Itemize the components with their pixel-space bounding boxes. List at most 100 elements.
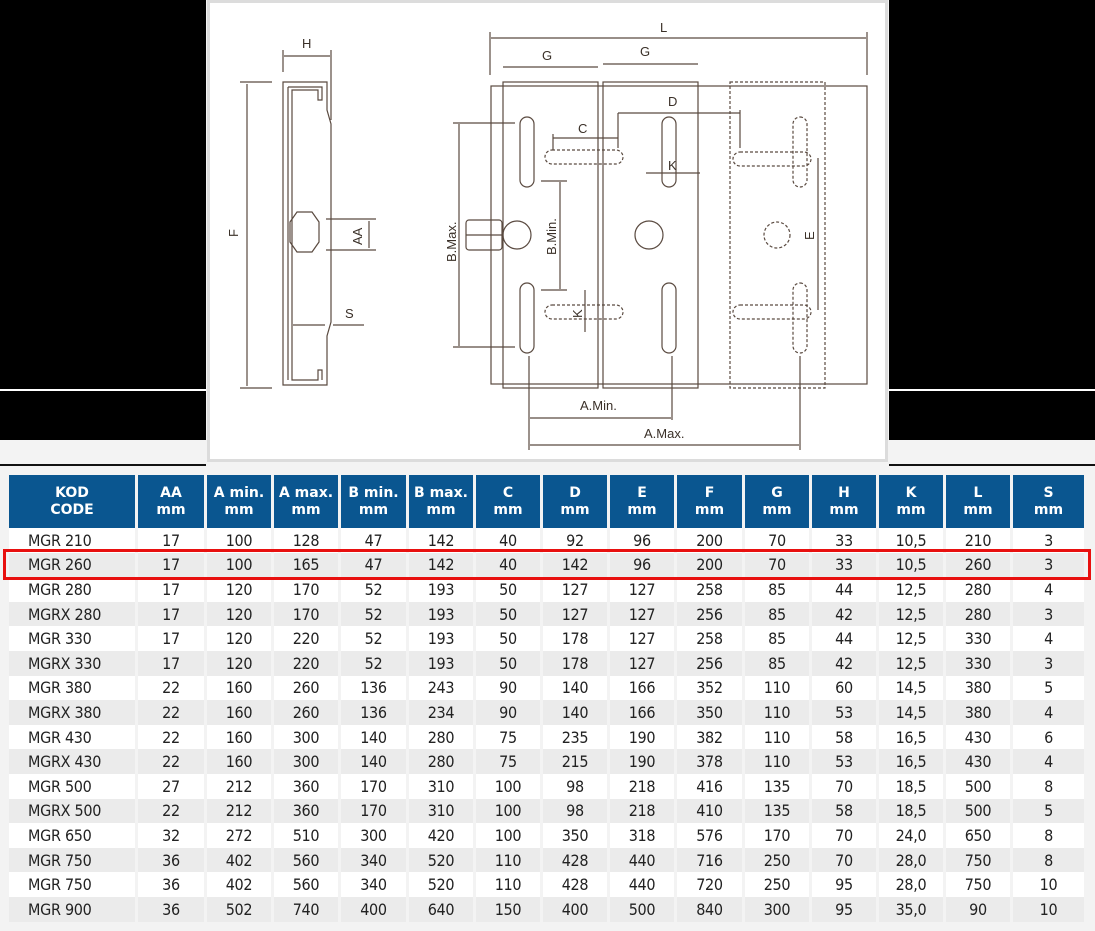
dimension-cell: 250 xyxy=(745,872,812,897)
dimension-cell: 210 xyxy=(946,528,1013,553)
dimension-cell: 17 xyxy=(138,577,207,602)
dimension-cell: 17 xyxy=(138,601,207,627)
dimension-cell: 378 xyxy=(677,749,745,774)
dimension-cell: 10 xyxy=(1013,896,1084,922)
column-header-unit: mm xyxy=(224,501,254,518)
dimension-cell: 110 xyxy=(745,749,812,774)
dimension-cell: 140 xyxy=(543,700,610,725)
column-header-unit: mm xyxy=(426,501,456,518)
dimension-cell: 280 xyxy=(409,749,476,774)
column-header-label: H xyxy=(838,484,850,501)
dimension-cell: 428 xyxy=(543,872,610,897)
bracket-dimension-diagram: H F AA S L G G D C K K E B.Max. B.Min. A… xyxy=(226,20,868,450)
column-header-label: AA xyxy=(160,484,182,501)
dimension-cell: 52 xyxy=(341,601,409,627)
dimension-cell: 96 xyxy=(610,552,677,578)
dimension-cell: 750 xyxy=(946,872,1013,897)
label-K-bottom: K xyxy=(570,309,585,318)
dimension-cell: 12,5 xyxy=(879,626,946,651)
column-header-label: F xyxy=(704,484,715,501)
dimension-cell: 17 xyxy=(138,650,207,676)
dimension-cell: 18,5 xyxy=(879,798,946,824)
dimension-cell: 140 xyxy=(543,675,610,701)
column-header-unit: mm xyxy=(896,501,926,518)
dimension-cell: 400 xyxy=(543,896,610,922)
column-header: B min.mm xyxy=(341,475,409,528)
column-header-label: L xyxy=(973,484,983,501)
dimension-cell: 16,5 xyxy=(879,749,946,774)
dimension-cell: 4 xyxy=(1013,700,1084,725)
dimension-cell: 416 xyxy=(677,773,745,799)
label-A-max: A.Max. xyxy=(644,426,684,441)
dimension-cell: 280 xyxy=(946,601,1013,627)
dimension-cell: 178 xyxy=(543,650,610,676)
dimension-cell: 14,5 xyxy=(879,700,946,725)
dimension-cell: 50 xyxy=(476,650,543,676)
dimension-cell: 100 xyxy=(207,552,274,578)
dimension-cell: 430 xyxy=(946,749,1013,774)
label-A-min: A.Min. xyxy=(580,398,617,413)
dimension-cell: 410 xyxy=(677,798,745,824)
dimension-cell: 8 xyxy=(1013,773,1084,799)
dimension-cell: 500 xyxy=(610,896,677,922)
dimension-cell: 127 xyxy=(610,601,677,627)
dimension-cell: 3 xyxy=(1013,552,1084,578)
product-code-cell: MGR 380 xyxy=(9,675,138,701)
dimension-cell: 70 xyxy=(745,552,812,578)
dimension-cell: 12,5 xyxy=(879,650,946,676)
dimension-cell: 127 xyxy=(610,626,677,651)
column-header-label: B max. xyxy=(414,484,468,501)
dimension-cell: 220 xyxy=(274,626,341,651)
dimension-cell: 44 xyxy=(812,626,879,651)
dimension-cell: 36 xyxy=(138,872,207,897)
right-divider-line xyxy=(889,389,1095,391)
dimension-cell: 12,5 xyxy=(879,577,946,602)
dimension-cell: 95 xyxy=(812,896,879,922)
column-header: A max.mm xyxy=(274,475,341,528)
dimension-cell: 166 xyxy=(610,700,677,725)
dimension-cell: 142 xyxy=(409,552,476,578)
dimension-cell: 127 xyxy=(543,601,610,627)
dimension-cell: 120 xyxy=(207,650,274,676)
dimension-cell: 502 xyxy=(207,896,274,922)
label-E: E xyxy=(802,231,817,240)
column-header-label: D xyxy=(569,484,581,501)
dimension-cell: 17 xyxy=(138,626,207,651)
right-separator xyxy=(889,464,1095,466)
dimension-cell: 260 xyxy=(274,675,341,701)
column-header-unit: mm xyxy=(762,501,792,518)
dimension-cell: 44 xyxy=(812,577,879,602)
dimension-cell: 127 xyxy=(610,650,677,676)
column-header-unit: mm xyxy=(694,501,725,518)
dimension-cell: 52 xyxy=(341,626,409,651)
dimension-cell: 75 xyxy=(476,724,543,750)
dimension-cell: 212 xyxy=(207,798,274,824)
dimension-cell: 234 xyxy=(409,700,476,725)
dimension-cell: 212 xyxy=(207,773,274,799)
dimension-cell: 42 xyxy=(812,601,879,627)
dimension-cell: 110 xyxy=(745,724,812,750)
dimension-cell: 4 xyxy=(1013,577,1084,602)
dimension-cell: 70 xyxy=(745,528,812,553)
column-header-unit: mm xyxy=(156,501,186,518)
dimension-cell: 22 xyxy=(138,749,207,774)
dimension-cell: 160 xyxy=(207,749,274,774)
dimension-cell: 170 xyxy=(341,798,409,824)
dimension-cell: 90 xyxy=(946,896,1013,922)
dimension-cell: 110 xyxy=(476,847,543,873)
column-header: B max.mm xyxy=(409,475,476,528)
dimension-cell: 18,5 xyxy=(879,773,946,799)
dimension-cell: 14,5 xyxy=(879,675,946,701)
dimension-cell: 3 xyxy=(1013,528,1084,553)
dimension-cell: 60 xyxy=(812,675,879,701)
